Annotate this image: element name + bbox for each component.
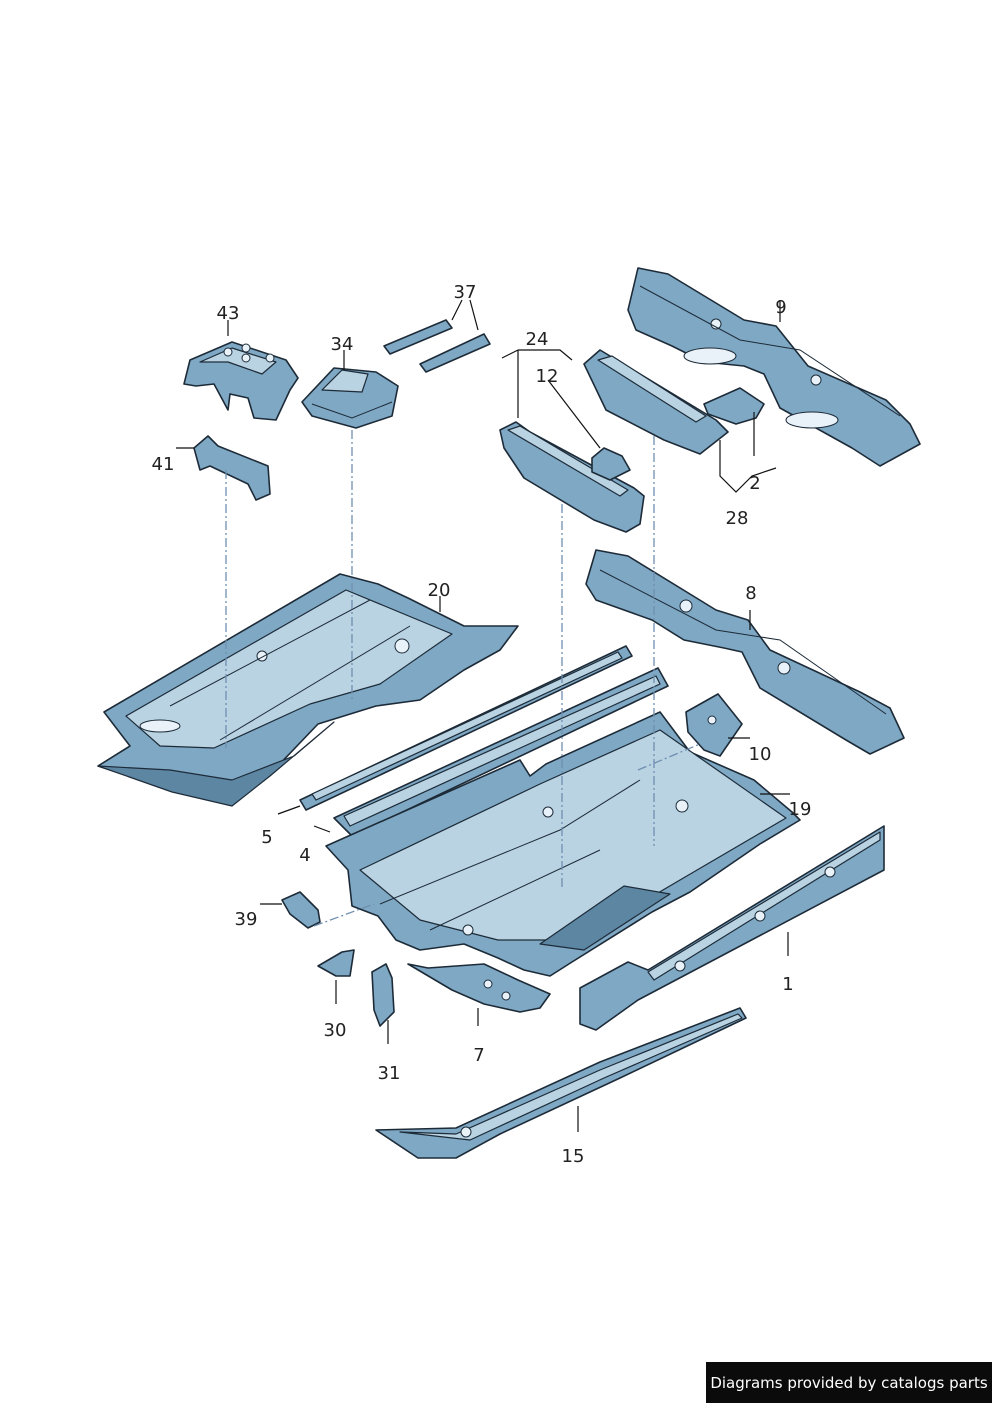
part-28-rail [583,349,729,455]
callout-8: 8 [745,583,756,604]
part-4-rail [333,667,669,837]
callout-5: 5 [261,827,272,848]
part-31-bracket [371,963,395,1027]
callout-4: 4 [299,845,310,866]
callout-9: 9 [775,297,786,318]
part-5-rail [299,645,633,811]
callout-1: 1 [782,974,793,995]
alignment-lines [225,430,701,927]
callout-12: 12 [536,366,559,387]
part-43-bracket [183,341,299,421]
callout-2: 2 [749,473,760,494]
attribution-text: Diagrams provided by catalogs parts [710,1373,988,1392]
callout-labels: 1 2 4 5 7 8 9 10 12 15 19 20 24 28 30 31… [152,282,812,1167]
part-12-bracket [591,447,631,481]
part-1-sill [579,825,885,1031]
part-39-bracket [281,891,321,929]
part-7-panel [407,963,551,1013]
part-37-strips [383,319,491,373]
leader-lines [176,299,790,1132]
callout-20: 20 [428,580,451,601]
part-8-crossmember [585,549,905,755]
callout-41: 41 [152,454,175,475]
part-9-crossmember [627,267,921,467]
callout-31: 31 [378,1063,401,1084]
callout-19: 19 [789,799,812,820]
callout-15: 15 [562,1146,585,1167]
callout-30: 30 [324,1020,347,1041]
attribution-banner: Diagrams provided by catalogs parts [706,1362,992,1403]
part-19-front-floor [325,711,801,977]
callout-7: 7 [473,1045,484,1066]
callout-28: 28 [726,508,749,529]
callout-34: 34 [331,334,354,355]
part-24-member [499,421,645,533]
callout-39: 39 [235,909,258,930]
part-41-bracket [193,435,271,501]
callout-43: 43 [217,303,240,324]
callout-10: 10 [749,744,772,765]
part-2-bracket [703,387,765,425]
part-10-bracket [685,693,743,757]
part-34-console [301,367,399,429]
part-15-lower-sill [375,1007,747,1159]
callout-37: 37 [454,282,477,303]
part-20-rear-floor [97,573,519,807]
callout-24: 24 [526,329,549,350]
part-30-bracket [317,949,355,977]
